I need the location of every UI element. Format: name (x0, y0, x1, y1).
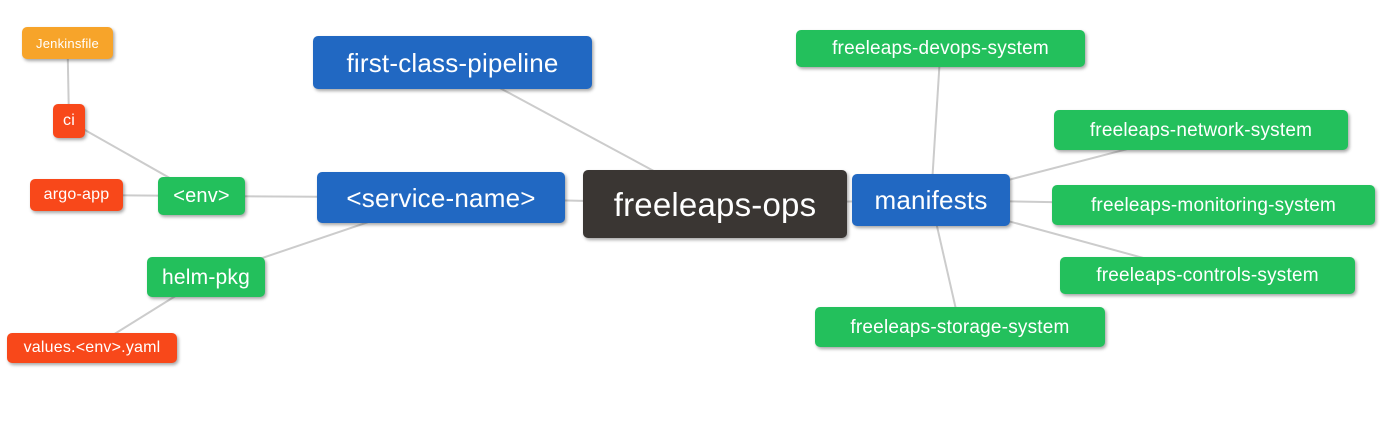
node-freeleaps-ops-root[interactable]: freeleaps-ops (583, 170, 847, 238)
node-ci[interactable]: ci (53, 104, 85, 138)
node-values-env-yaml[interactable]: values.<env>.yaml (7, 333, 177, 363)
node-first-class-pipeline[interactable]: first-class-pipeline (313, 36, 592, 89)
node-freeleaps-controls-system[interactable]: freeleaps-controls-system (1060, 257, 1355, 294)
node-freeleaps-network-system[interactable]: freeleaps-network-system (1054, 110, 1348, 150)
node-manifests[interactable]: manifests (852, 174, 1010, 226)
node-argo-app[interactable]: argo-app (30, 179, 123, 211)
node-jenkinsfile[interactable]: Jenkinsfile (22, 27, 113, 59)
node-freeleaps-devops-system[interactable]: freeleaps-devops-system (796, 30, 1085, 67)
node-env[interactable]: <env> (158, 177, 245, 215)
node-freeleaps-monitoring-system[interactable]: freeleaps-monitoring-system (1052, 185, 1375, 225)
node-service-name[interactable]: <service-name> (317, 172, 565, 223)
node-helm-pkg[interactable]: helm-pkg (147, 257, 265, 297)
node-freeleaps-storage-system[interactable]: freeleaps-storage-system (815, 307, 1105, 347)
